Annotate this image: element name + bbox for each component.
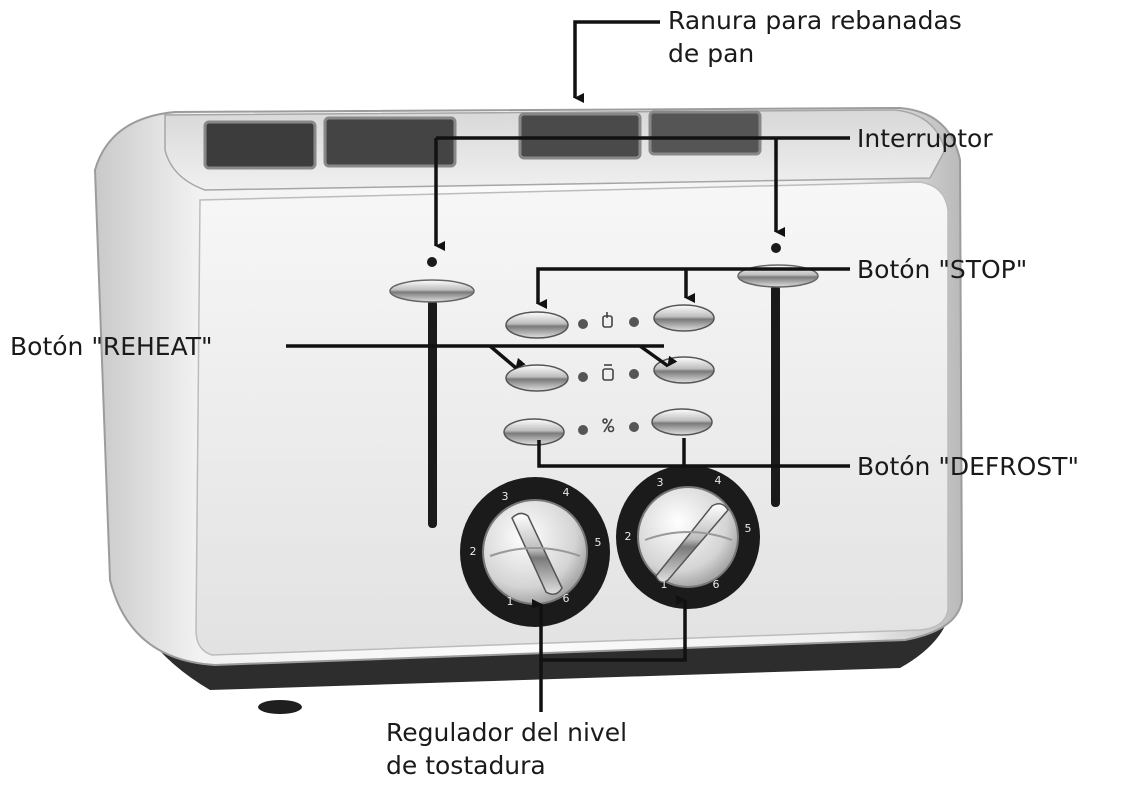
label-reheat: Botón "REHEAT" [10, 330, 213, 363]
reheat-symbol-icon [602, 364, 614, 381]
label-stop: Botón "STOP" [857, 253, 1027, 286]
stop-button-left [505, 311, 569, 339]
bread-slot [648, 110, 762, 156]
toaster-front-panel [195, 181, 949, 656]
callout-lines [286, 20, 850, 712]
dial-number: 6 [713, 578, 720, 591]
indicator-light [629, 422, 639, 432]
bread-slot [323, 116, 457, 168]
control-buttons [503, 304, 715, 446]
dial-number: 2 [625, 530, 632, 543]
toaster-foot [258, 700, 302, 714]
lever-track-top-right [771, 243, 781, 253]
indicator-light [578, 425, 588, 435]
callout-defrost [537, 440, 850, 468]
label-defrost-text: Botón "DEFROST" [857, 452, 1079, 481]
levers [389, 243, 819, 528]
label-dial-line2: de tostadura [386, 751, 546, 780]
label-lever: Interruptor [857, 122, 993, 155]
dial-right [616, 465, 760, 609]
dial-number: 3 [502, 490, 509, 503]
label-dial-line1: Regulador del nivel [386, 718, 628, 747]
defrost-button-right [651, 408, 713, 436]
dial-number: 3 [657, 476, 664, 489]
indicator-light [629, 317, 639, 327]
dial-knob-left [511, 512, 563, 595]
callout-reheat-left [488, 344, 526, 370]
label-defrost: Botón "DEFROST" [857, 450, 1079, 483]
dial-number: 6 [563, 592, 570, 605]
dial-number: 5 [745, 522, 752, 535]
label-slot: Ranura para rebanadas de pan [668, 4, 962, 70]
dial-number: 1 [507, 595, 514, 608]
indicator-light [578, 372, 588, 382]
label-lever-text: Interruptor [857, 124, 993, 153]
dial-number: 2 [470, 545, 477, 558]
lever-track-top-left [427, 257, 437, 267]
label-stop-text: Botón "STOP" [857, 255, 1028, 284]
bread-slot [203, 120, 317, 170]
dial-number: 1 [661, 578, 668, 591]
indicator-light [578, 319, 588, 329]
lever-handle-left [389, 279, 475, 303]
label-reheat-text: Botón "REHEAT" [10, 332, 213, 361]
callout-reheat-right [638, 344, 678, 368]
indicator-light [629, 369, 639, 379]
label-slot-line1: Ranura para rebanadas [668, 6, 962, 35]
bread-slot [518, 112, 642, 160]
defrost-button-left [503, 418, 565, 446]
dial-left [460, 477, 610, 627]
bread-slots [203, 110, 762, 170]
callout-slot [573, 20, 660, 103]
lever-track-left [428, 300, 437, 528]
dial-number: 5 [595, 536, 602, 549]
callout-stop [536, 267, 850, 309]
label-slot-line2: de pan [668, 39, 755, 68]
stop-symbol-icon [602, 312, 613, 328]
dial-number: 4 [715, 474, 722, 487]
stop-button-right [653, 304, 715, 332]
defrost-symbol-icon [602, 418, 615, 433]
dial-number: 4 [563, 486, 570, 499]
dials: 1 2 3 4 5 6 1 2 3 4 5 6 [460, 465, 760, 627]
callout-dial [539, 595, 687, 712]
reheat-button-left [505, 364, 569, 392]
lever-track-right [771, 285, 780, 507]
dial-knob-right [655, 503, 729, 583]
label-dial: Regulador del nivel de tostadura [386, 716, 627, 782]
